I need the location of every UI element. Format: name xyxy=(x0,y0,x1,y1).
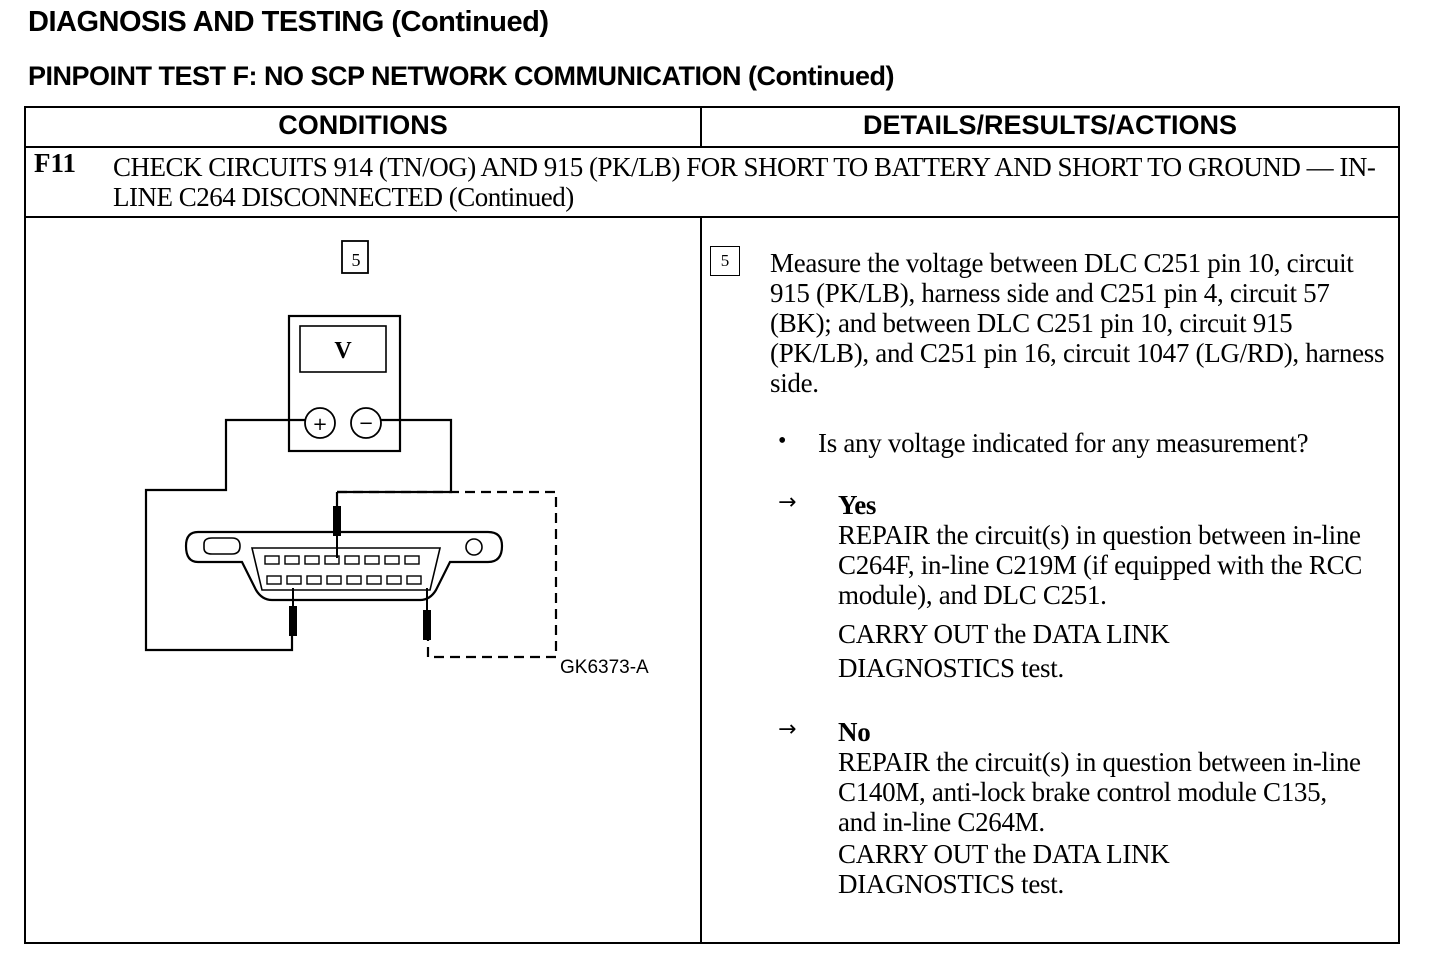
question-bullet: • xyxy=(778,428,787,454)
header-divider xyxy=(24,146,1400,148)
no-followup: CARRY OUT the DATA LINK DIAGNOSTICS test… xyxy=(838,839,1170,899)
dlc-connector xyxy=(184,530,504,602)
figure-id: GK6373-A xyxy=(560,657,649,678)
probe-right xyxy=(423,588,431,640)
voltmeter-diagram: 5 V + − GK6373-A xyxy=(144,240,649,678)
yes-followup: CARRY OUT the DATA LINK DIAGNOSTICS test… xyxy=(838,619,1170,683)
yes-label: Yes xyxy=(838,490,877,520)
question: Is any voltage indicated for any measure… xyxy=(818,428,1309,458)
probe-top xyxy=(333,492,341,558)
details-step-marker: 5 xyxy=(710,246,740,276)
voltmeter-label: V xyxy=(334,338,352,364)
svg-text:+: + xyxy=(312,414,327,435)
column-divider-body xyxy=(700,216,702,944)
step-title: CHECK CIRCUITS 914 (TN/OG) AND 915 (PK/L… xyxy=(113,152,1376,212)
jumper-wire xyxy=(337,490,558,659)
voltmeter-display xyxy=(299,325,387,373)
conditions-column-header: CONDITIONS xyxy=(278,110,448,140)
measurement-instruction: Measure the voltage between DLC C251 pin… xyxy=(770,248,1385,398)
figure-step-marker: 5 xyxy=(352,250,361,270)
svg-text:−: − xyxy=(358,413,373,434)
probe-left xyxy=(289,588,297,636)
no-action: REPAIR the circuit(s) in question betwee… xyxy=(838,747,1361,837)
no-label: No xyxy=(838,717,871,747)
negative-terminal-icon xyxy=(350,407,382,439)
yes-action: REPAIR the circuit(s) in question betwee… xyxy=(838,520,1363,610)
test-table xyxy=(24,106,1400,944)
page-title: DIAGNOSIS AND TESTING (Continued) xyxy=(28,6,549,38)
positive-lead xyxy=(144,418,305,652)
yes-arrow-icon: → xyxy=(778,490,797,515)
positive-terminal-icon xyxy=(304,407,336,439)
column-divider-top xyxy=(700,106,702,148)
step-id: F11 xyxy=(34,148,77,178)
step-divider xyxy=(24,216,1400,218)
test-subtitle: PINPOINT TEST F: NO SCP NETWORK COMMUNIC… xyxy=(28,61,894,91)
no-arrow-icon: → xyxy=(778,717,797,742)
details-column-header: DETAILS/RESULTS/ACTIONS xyxy=(862,110,1237,140)
